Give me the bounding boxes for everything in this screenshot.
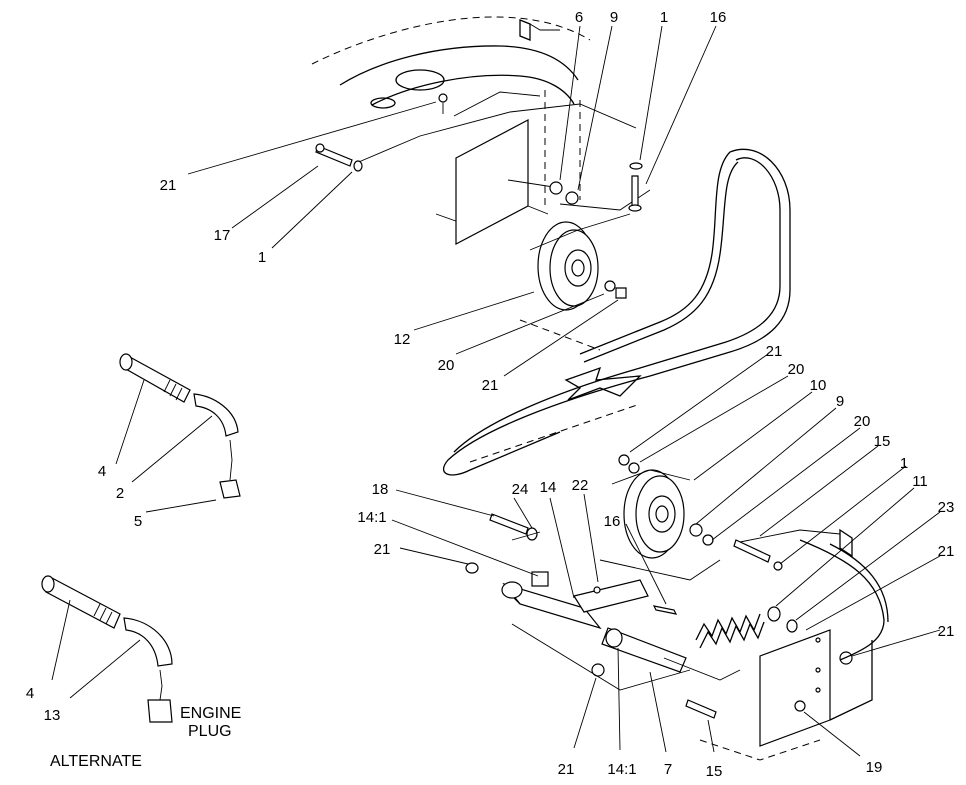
callout-19: 19 <box>866 759 883 776</box>
callout-21: 21 <box>374 541 391 558</box>
engine-plug-label-line2: PLUG <box>188 723 232 740</box>
callout-15: 15 <box>706 763 723 780</box>
callout-13: 13 <box>44 707 61 724</box>
callout-1: 1 <box>900 455 908 472</box>
callout-4: 4 <box>98 463 106 480</box>
callout-20: 20 <box>788 361 805 378</box>
callout-10: 10 <box>810 377 827 394</box>
spark-plug-wire-2 <box>41 575 173 723</box>
callout-1: 1 <box>660 9 668 26</box>
drive-belt <box>442 148 791 476</box>
callout-14-1: 14:1 <box>607 761 636 778</box>
callout-12: 12 <box>394 331 411 348</box>
callout-22: 22 <box>572 477 589 494</box>
callout-21: 21 <box>766 343 783 360</box>
callout-20: 20 <box>438 357 455 374</box>
callout-21: 21 <box>482 377 499 394</box>
callout-6: 6 <box>575 9 583 26</box>
callout-15: 15 <box>874 433 891 450</box>
spark-plug-wire-1 <box>119 353 241 499</box>
callout-5: 5 <box>134 513 142 530</box>
callout-24: 24 <box>512 481 529 498</box>
callout-16: 16 <box>604 513 621 530</box>
callout-17: 17 <box>214 227 231 244</box>
callout-9: 9 <box>836 393 844 410</box>
callout-16: 16 <box>710 9 727 26</box>
idler-arm <box>465 513 741 719</box>
lower-pulley <box>599 454 721 581</box>
callout-9: 9 <box>610 9 618 26</box>
callout-21: 21 <box>938 623 955 640</box>
callout-2: 2 <box>116 485 124 502</box>
callout-21: 21 <box>938 543 955 560</box>
callout-18: 18 <box>372 481 389 498</box>
upper-pulley <box>529 213 631 311</box>
callout-labels: 6 9 1 16 21 17 1 12 20 21 4 2 5 21 20 10… <box>26 9 955 780</box>
callout-21: 21 <box>558 761 575 778</box>
callout-14: 14 <box>540 479 557 496</box>
engine-plug-label-line1: ENGINE <box>180 705 241 722</box>
upper-frame <box>311 16 651 245</box>
spring-bracket <box>695 528 889 761</box>
callout-14-1: 14:1 <box>357 509 386 526</box>
leader-lines <box>51 25 941 757</box>
callout-20: 20 <box>854 413 871 430</box>
callout-4: 4 <box>26 685 34 702</box>
callout-11: 11 <box>912 473 928 490</box>
alternate-label: ALTERNATE <box>50 753 142 770</box>
callout-23: 23 <box>938 499 955 516</box>
callout-7: 7 <box>664 761 672 778</box>
callout-21: 21 <box>160 177 177 194</box>
upper-hardware <box>315 143 643 212</box>
callout-1: 1 <box>258 249 266 266</box>
